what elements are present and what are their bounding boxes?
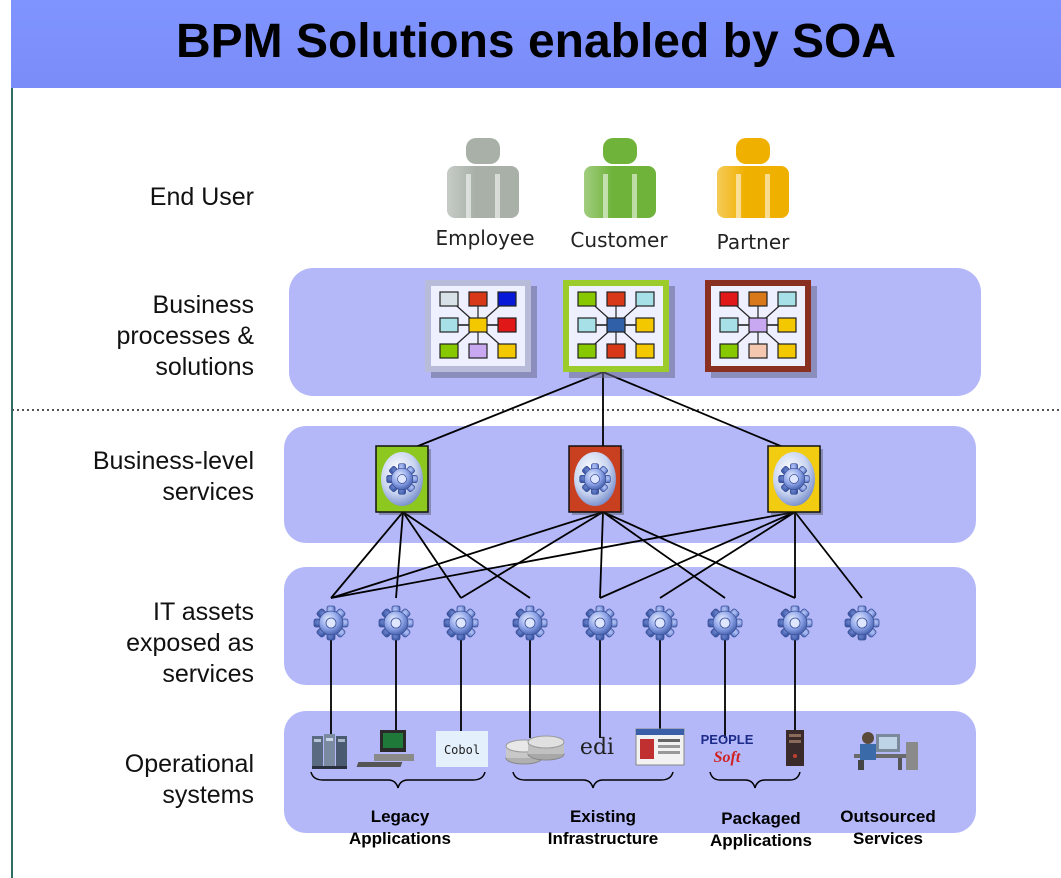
gear-icon [512, 605, 548, 641]
gear-icon [443, 605, 479, 641]
process-maps [425, 280, 817, 378]
process-map-icon [705, 280, 817, 378]
svg-text:PEOPLE: PEOPLE [701, 732, 754, 747]
desktop-pc-icon [356, 730, 414, 767]
gear-icon [844, 605, 880, 641]
cobol-icon: Cobol [436, 731, 488, 767]
left-rule [11, 88, 13, 878]
person-label-employee: Employee [435, 226, 535, 250]
service-gear-icon [568, 445, 624, 515]
outsourced-worker-icon [854, 732, 918, 770]
end-users [447, 138, 789, 218]
process-map-icon [563, 280, 675, 378]
gear-icon [707, 605, 743, 641]
group-label-packaged: Packaged Applications [709, 809, 812, 850]
svg-text:Soft: Soft [714, 749, 741, 766]
layer-label-business-services: Business-level services [92, 447, 254, 506]
group-braces [310, 771, 801, 789]
layer-label-operational: Operational systems [124, 750, 254, 809]
service-gear-icon [375, 445, 431, 515]
business-level-services [375, 445, 823, 515]
database-icon [505, 735, 565, 765]
gear-icon [378, 605, 414, 641]
service-gear-icon [767, 445, 823, 515]
server-tower-icon [786, 730, 804, 766]
gear-icon [582, 605, 618, 641]
group-label-outsourced: Outsourced Services [840, 807, 936, 848]
gear-icon [313, 605, 349, 641]
gear-icon [642, 605, 678, 641]
it-asset-services [313, 605, 880, 641]
person-icon-partner [717, 138, 789, 218]
person-icon-employee [447, 138, 519, 218]
title-bar: BPM Solutions enabled by SOA [11, 0, 1061, 88]
person-label-partner: Partner [716, 230, 790, 254]
it-assets-band [284, 567, 976, 685]
gear-icon [777, 605, 813, 641]
process-map-icon [425, 280, 537, 378]
layer-label-end-user: End User [149, 183, 254, 211]
operational-systems: Cobol edi PEOPLE Soft [312, 728, 918, 770]
cobol-label: Cobol [444, 743, 480, 757]
connector-lines [330, 371, 863, 738]
peoplesoft-icon: PEOPLE Soft [701, 732, 754, 766]
layer-label-business-processes: Business processes & solutions [116, 291, 254, 381]
mainframe-icon [312, 734, 347, 769]
browser-window-icon [635, 728, 685, 766]
layer-label-it-assets: IT assets exposed as services [126, 598, 254, 688]
group-label-existing: Existing Infrastructure [547, 807, 659, 848]
person-label-customer: Customer [570, 228, 668, 252]
page-title: BPM Solutions enabled by SOA [175, 15, 897, 68]
group-label-legacy: Legacy Applications [348, 807, 451, 848]
edi-icon: edi [580, 735, 614, 760]
person-icon-customer [584, 138, 656, 218]
